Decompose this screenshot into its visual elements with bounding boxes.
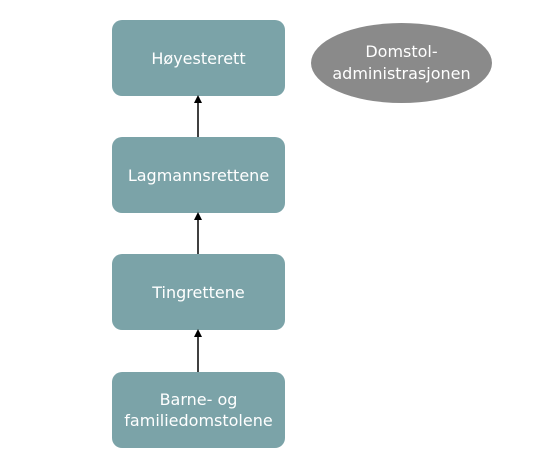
- node-label: Lagmannsrettene: [127, 165, 270, 185]
- node-label: Høyesterett: [151, 48, 246, 68]
- node-lagmannsrettene: Lagmannsrettene: [112, 137, 285, 213]
- node-tingrettene: Tingrettene: [112, 254, 285, 330]
- node-label: Tingrettene: [152, 282, 245, 302]
- node-hoyesterett: Høyesterett: [112, 20, 285, 96]
- side-node-label: Domstol- administrasjonen: [332, 42, 471, 83]
- node-domstoladministrasjonen: Domstol- administrasjonen: [311, 23, 492, 103]
- node-label: Barne- og familiedomstolene: [124, 390, 273, 430]
- node-barne-og-familiedomstolene: Barne- og familiedomstolene: [112, 372, 285, 448]
